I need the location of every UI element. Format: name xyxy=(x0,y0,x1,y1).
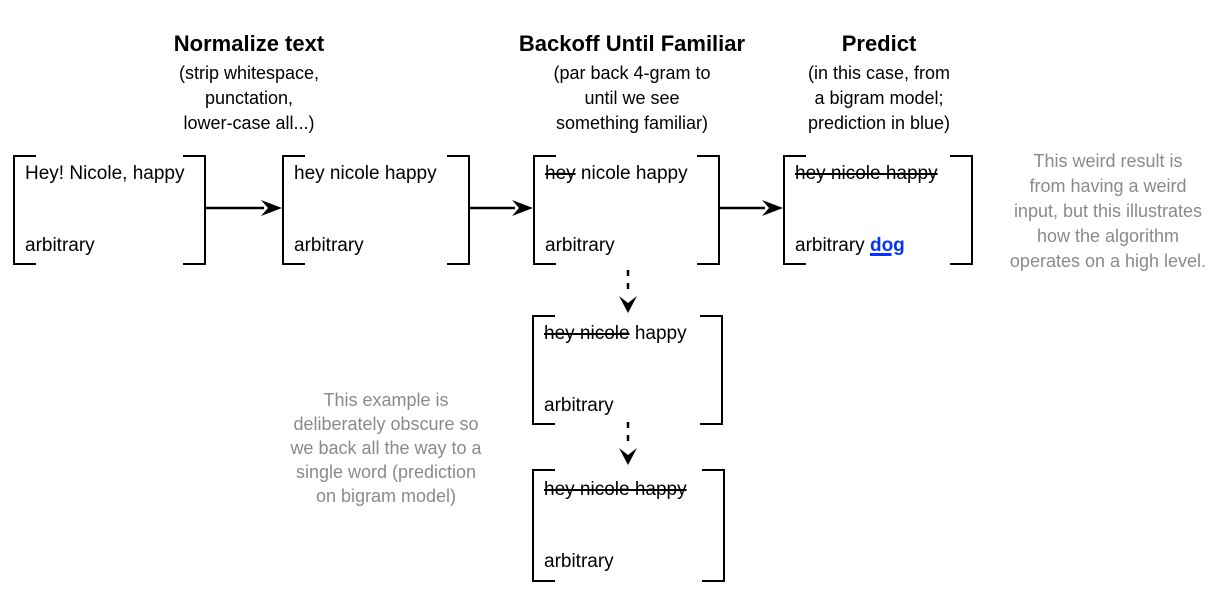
dashed-arrow-down-icon xyxy=(619,422,637,465)
box-text: hey nicole happy arbitrary dog xyxy=(795,114,967,306)
note-line: on bigram model) xyxy=(315,486,457,506)
bracket-left-icon xyxy=(282,155,305,265)
box-text: Hey! Nicole, happy arbitrary xyxy=(25,114,200,306)
box-text-line: hey nicole happy xyxy=(294,163,437,184)
text-box-predicted: hey nicole happy arbitrary dog xyxy=(783,155,973,265)
step-subtitle-line: something familiar) xyxy=(555,113,709,133)
step-subtitle-line: a bigram model; xyxy=(814,88,944,108)
step-subtitle-line: lower-case all...) xyxy=(183,113,315,133)
step-header-predict: Predict (in this case, from a bigram mod… xyxy=(729,30,1029,136)
step-subtitle-line: prediction in blue) xyxy=(807,113,951,133)
arrow-right-icon xyxy=(720,200,783,216)
step-title: Normalize text xyxy=(173,31,325,56)
bracket-right-icon xyxy=(702,469,725,582)
box-text-line: arbitrary xyxy=(25,235,95,256)
note-line: This weird result is xyxy=(1033,151,1183,171)
box-text-line: hey nicole happy xyxy=(545,163,688,184)
bracket-left-icon xyxy=(532,469,555,582)
text-box-input: Hey! Nicole, happy arbitrary xyxy=(13,155,206,265)
text-box-backoff-3: hey nicole happy arbitrary xyxy=(532,469,725,582)
note-line: operates on a high level. xyxy=(1009,251,1207,271)
step-header-backoff: Backoff Until Familiar (par back 4-gram … xyxy=(482,30,782,136)
predicted-word: dog xyxy=(869,235,905,256)
box-text-line: hey nicole happy xyxy=(795,163,938,184)
text-box-backoff-1: hey nicole happy arbitrary xyxy=(533,155,720,265)
note-line: input, but this illustrates xyxy=(1013,201,1203,221)
arrow-right-icon xyxy=(470,200,533,216)
note-deliberately-obscure: This example is deliberately obscure so … xyxy=(266,388,506,508)
note-weird-result: This weird result is from having a weird… xyxy=(986,149,1227,274)
box-text: hey nicole happy arbitrary xyxy=(544,430,719,593)
step-subtitle-line: punctation, xyxy=(204,88,294,108)
bracket-right-icon xyxy=(950,155,973,265)
bracket-right-icon xyxy=(700,315,723,425)
arrow-right-icon xyxy=(206,200,282,216)
step-title: Predict xyxy=(841,31,917,56)
step-subtitle-line: (strip whitespace, xyxy=(178,63,320,83)
box-text: hey nicole happy arbitrary xyxy=(294,114,464,306)
step-header-normalize: Normalize text (strip whitespace, puncta… xyxy=(99,30,399,136)
dashed-arrow-down-icon xyxy=(619,270,637,313)
step-subtitle-line: (par back 4-gram to xyxy=(553,63,711,83)
note-line: This example is xyxy=(323,390,449,410)
step-subtitle-line: until we see xyxy=(584,88,680,108)
bracket-left-icon xyxy=(532,315,555,425)
box-text-line: hey nicole happy xyxy=(544,323,687,344)
box-text-line: Hey! Nicole, happy xyxy=(25,163,185,184)
box-text-line: arbitrary xyxy=(544,550,614,572)
step-subtitle-line: (in this case, from xyxy=(807,63,951,83)
box-text-line: arbitrary xyxy=(294,235,364,256)
note-line: deliberately obscure so xyxy=(293,414,479,434)
text-box-normalized: hey nicole happy arbitrary xyxy=(282,155,470,265)
box-text-line: arbitrary xyxy=(544,395,614,416)
note-line: from having a weird xyxy=(1029,176,1187,196)
bracket-left-icon xyxy=(13,155,36,265)
text-box-backoff-2: hey nicole happy arbitrary xyxy=(532,315,723,425)
box-text: hey nicole happy arbitrary xyxy=(544,274,717,466)
note-line: single word (prediction xyxy=(295,462,477,482)
bracket-left-icon xyxy=(533,155,556,265)
bracket-right-icon xyxy=(447,155,470,265)
bracket-right-icon xyxy=(697,155,720,265)
step-title: Backoff Until Familiar xyxy=(518,31,746,56)
bracket-left-icon xyxy=(783,155,806,265)
box-text-line: hey nicole happy xyxy=(544,478,687,500)
box-text-line: arbitrary dog xyxy=(795,235,905,256)
note-line: how the algorithm xyxy=(1036,226,1180,246)
note-line: we back all the way to a xyxy=(290,438,482,458)
box-text: hey nicole happy arbitrary xyxy=(545,114,714,306)
bracket-right-icon xyxy=(183,155,206,265)
box-text-line: arbitrary xyxy=(545,235,615,256)
